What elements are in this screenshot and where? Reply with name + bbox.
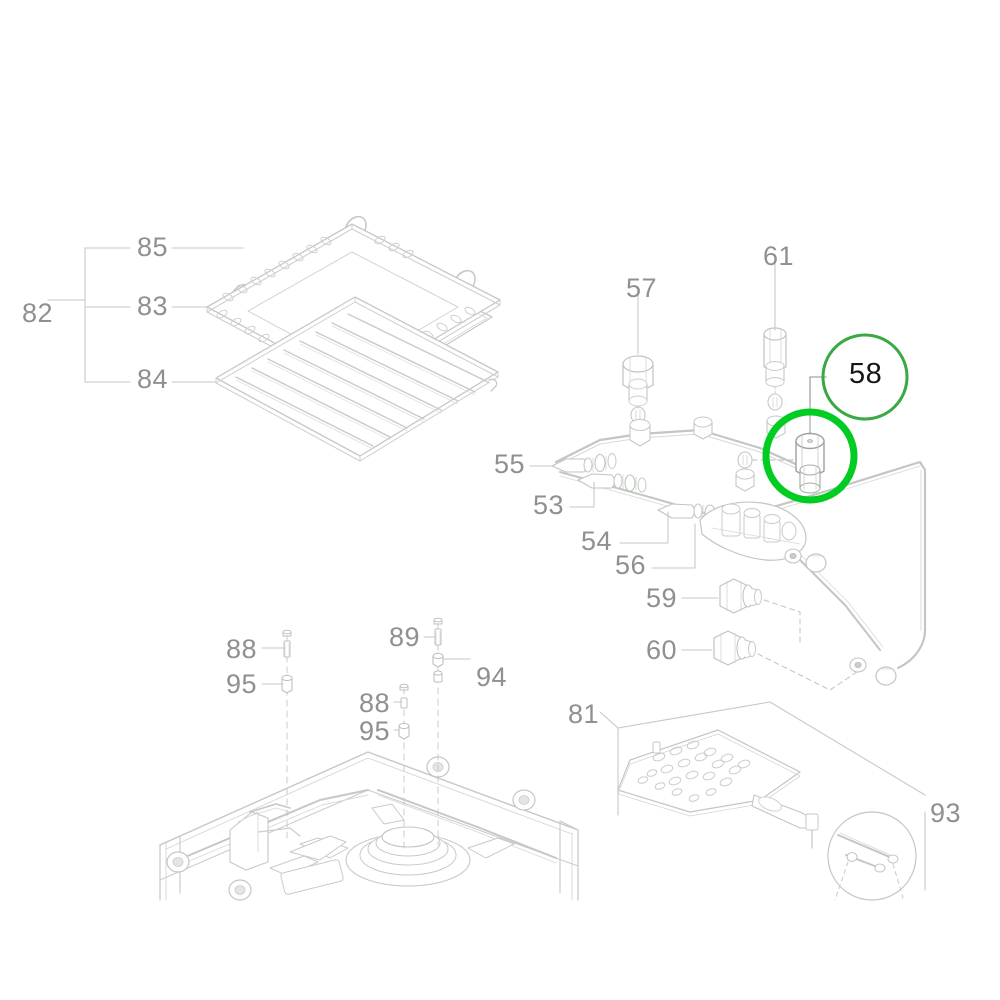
hex-nut-fitting-60 [713,630,756,666]
part-label-88-second[interactable]: 88 [359,688,391,718]
leader-lines-group [47,247,926,891]
part-label-59[interactable]: 59 [646,583,678,613]
tube-ball-joint-b [849,657,897,686]
part-label-53[interactable]: 53 [533,490,565,520]
washer-left-of-58 [737,451,753,469]
part-label-57[interactable]: 57 [626,273,658,303]
fastener-stack-c [398,683,410,849]
gas-manifold-assembly [551,327,927,691]
gas-orifice-injector-58 [795,432,825,494]
part-label-56[interactable]: 56 [615,550,647,580]
fitting-55 [551,453,617,473]
part-label-54[interactable]: 54 [581,526,613,556]
part-label-60[interactable]: 60 [646,635,678,665]
part-label-85[interactable]: 85 [137,232,169,262]
grate-assembly-drawing [47,215,927,901]
hex-nut-manifold-left [629,418,651,447]
part-label-95-second[interactable]: 95 [359,716,391,746]
part-label-88[interactable]: 88 [226,634,258,664]
manifold-body-56 [699,501,807,561]
fastener-stack-b [432,617,444,846]
part-label-58[interactable]: 58 [849,358,883,390]
valve-stem-nipple-61 [763,327,787,387]
burner-plate-81 [617,729,819,849]
hex-nut-lower-tube [735,468,755,492]
part-label-55[interactable]: 55 [494,449,526,479]
cooktop-chassis [159,751,579,901]
part-label-89[interactable]: 89 [389,622,421,652]
lower-wire-grate-84 [215,296,499,462]
part-label-81[interactable]: 81 [568,699,600,729]
fastener-stack-a [281,629,293,843]
regulator-cap-57 [622,355,654,407]
part-label-83[interactable]: 83 [137,291,169,321]
hex-nut-fitting-59 [719,578,762,614]
part-label-94[interactable]: 94 [476,662,508,692]
part-label-82[interactable]: 82 [22,298,54,328]
tube-ball-joint-a [784,548,827,573]
label-58-callout-circle [821,333,909,421]
igniter-detail-callout-93 [827,811,917,901]
hex-nut-manifold-mid [693,416,713,440]
nut-below-57 [630,406,646,424]
part-label-84[interactable]: 84 [137,364,169,394]
fastener-stacks [281,617,444,849]
part-label-61[interactable]: 61 [763,241,795,271]
burner-ring [299,803,515,887]
part-58-highlight-circle [762,408,858,504]
part-label-95[interactable]: 95 [226,669,258,699]
fitting-53 [577,473,647,493]
washer-below-61 [767,393,783,411]
part-label-93[interactable]: 93 [930,798,962,828]
